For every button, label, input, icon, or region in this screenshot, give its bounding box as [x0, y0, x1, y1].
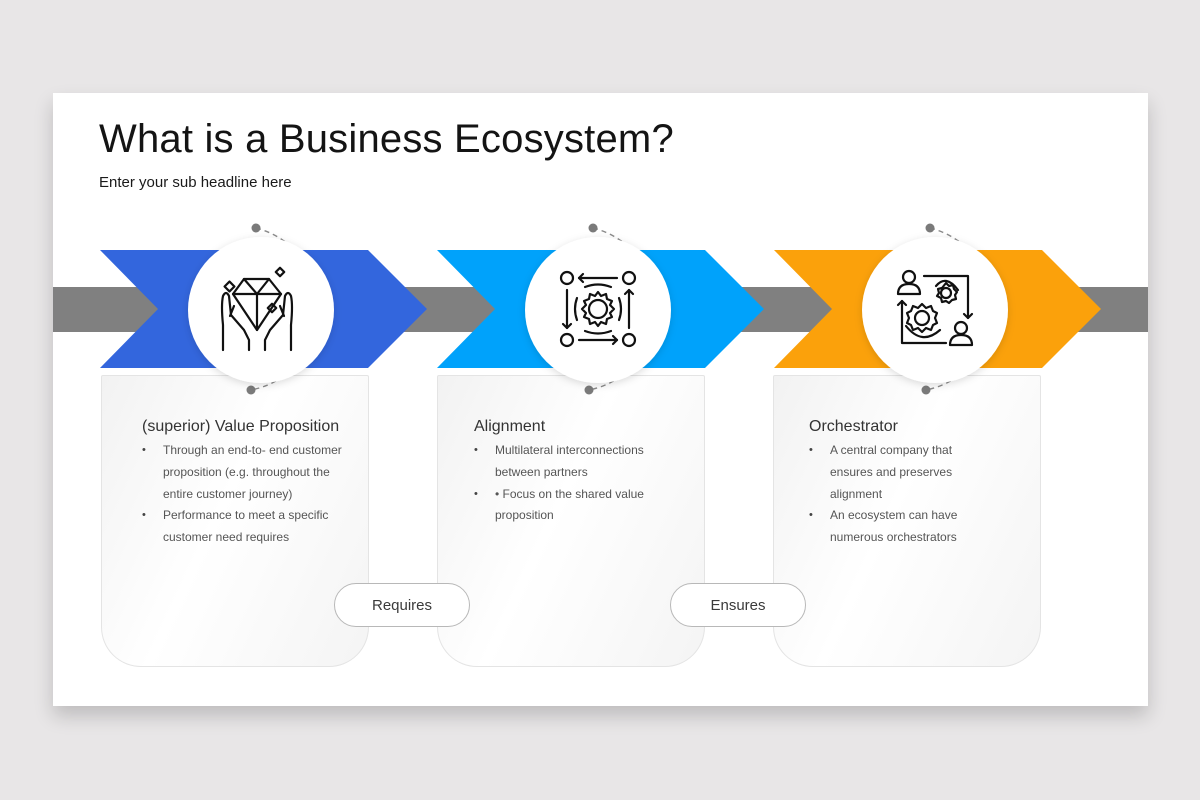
icon-circle: [862, 237, 1008, 383]
arc-dot: [246, 385, 256, 395]
arc-dot: [921, 385, 931, 395]
bullet-list: Multilateral interconnections between pa…: [474, 440, 674, 527]
step-card-title: Orchestrator: [809, 418, 898, 435]
people-gears-cycle-icon: [896, 269, 974, 347]
bullet-item: An ecosystem can have numerous orchestra…: [809, 505, 979, 549]
hands-holding-diamond-icon: [220, 266, 294, 352]
arc-dot: [251, 223, 261, 233]
bullet-list: Through an end-to- end customer proposit…: [142, 440, 342, 549]
connector-pill-ensures: Ensures: [670, 583, 806, 627]
bullet-item: Performance to meet a specific customer …: [142, 505, 342, 549]
step-1-badge: [188, 223, 334, 395]
step-card-orchestrator: Orchestrator A central company that ensu…: [773, 375, 1041, 667]
step-card-alignment: Alignment Multilateral interconnections …: [437, 375, 705, 667]
slide-subtitle: Enter your sub headline here: [99, 174, 292, 191]
connector-pill-requires: Requires: [334, 583, 470, 627]
icon-circle: [525, 237, 671, 383]
bullet-item: • Focus on the shared value proposition: [474, 484, 674, 528]
bullet-item: Multilateral interconnections between pa…: [474, 440, 674, 484]
step-card-value-proposition: (superior) Value Proposition Through an …: [101, 375, 369, 667]
slide-title: What is a Business Ecosystem?: [99, 117, 674, 161]
icon-circle: [188, 237, 334, 383]
gear-network-arrows-icon: [559, 270, 637, 348]
arc-dot: [588, 223, 598, 233]
bullet-item: Through an end-to- end customer proposit…: [142, 440, 342, 505]
step-3-badge: [862, 223, 1008, 395]
arc-dot: [584, 385, 594, 395]
step-card-title: Alignment: [474, 418, 546, 435]
arc-dot: [925, 223, 935, 233]
bullet-item: A central company that ensures and prese…: [809, 440, 979, 505]
bullet-list: A central company that ensures and prese…: [809, 440, 979, 549]
step-card-title: (superior) Value Proposition: [142, 418, 340, 435]
step-2-badge: [525, 223, 671, 395]
